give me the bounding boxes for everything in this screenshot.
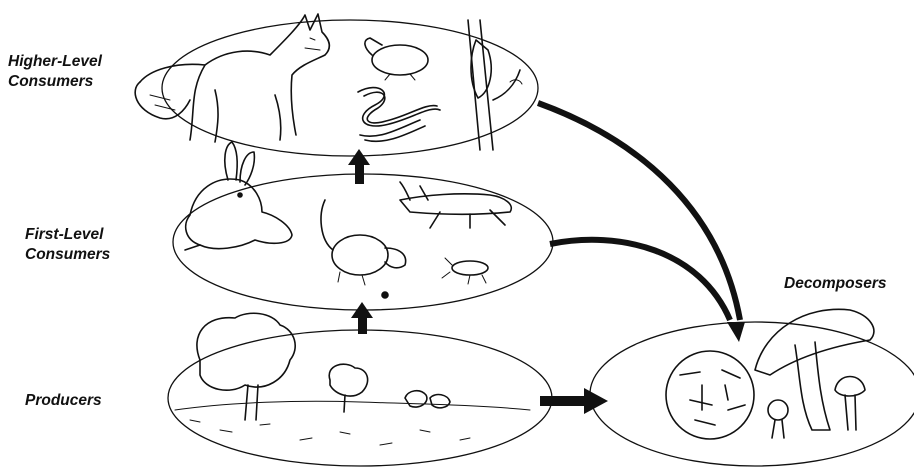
first-consumers-label: First-Level Consumers (25, 225, 110, 265)
decomposers-label: Decomposers (784, 274, 887, 294)
decomposers-ellipse (590, 322, 914, 466)
higher-consumers-label: Higher-Level Consumers (8, 52, 102, 92)
producers-ellipse (168, 330, 552, 466)
arrow-first-to-decomposers (550, 240, 730, 320)
producers-label: Producers (25, 391, 102, 411)
first-consumers-ellipse (173, 174, 553, 310)
